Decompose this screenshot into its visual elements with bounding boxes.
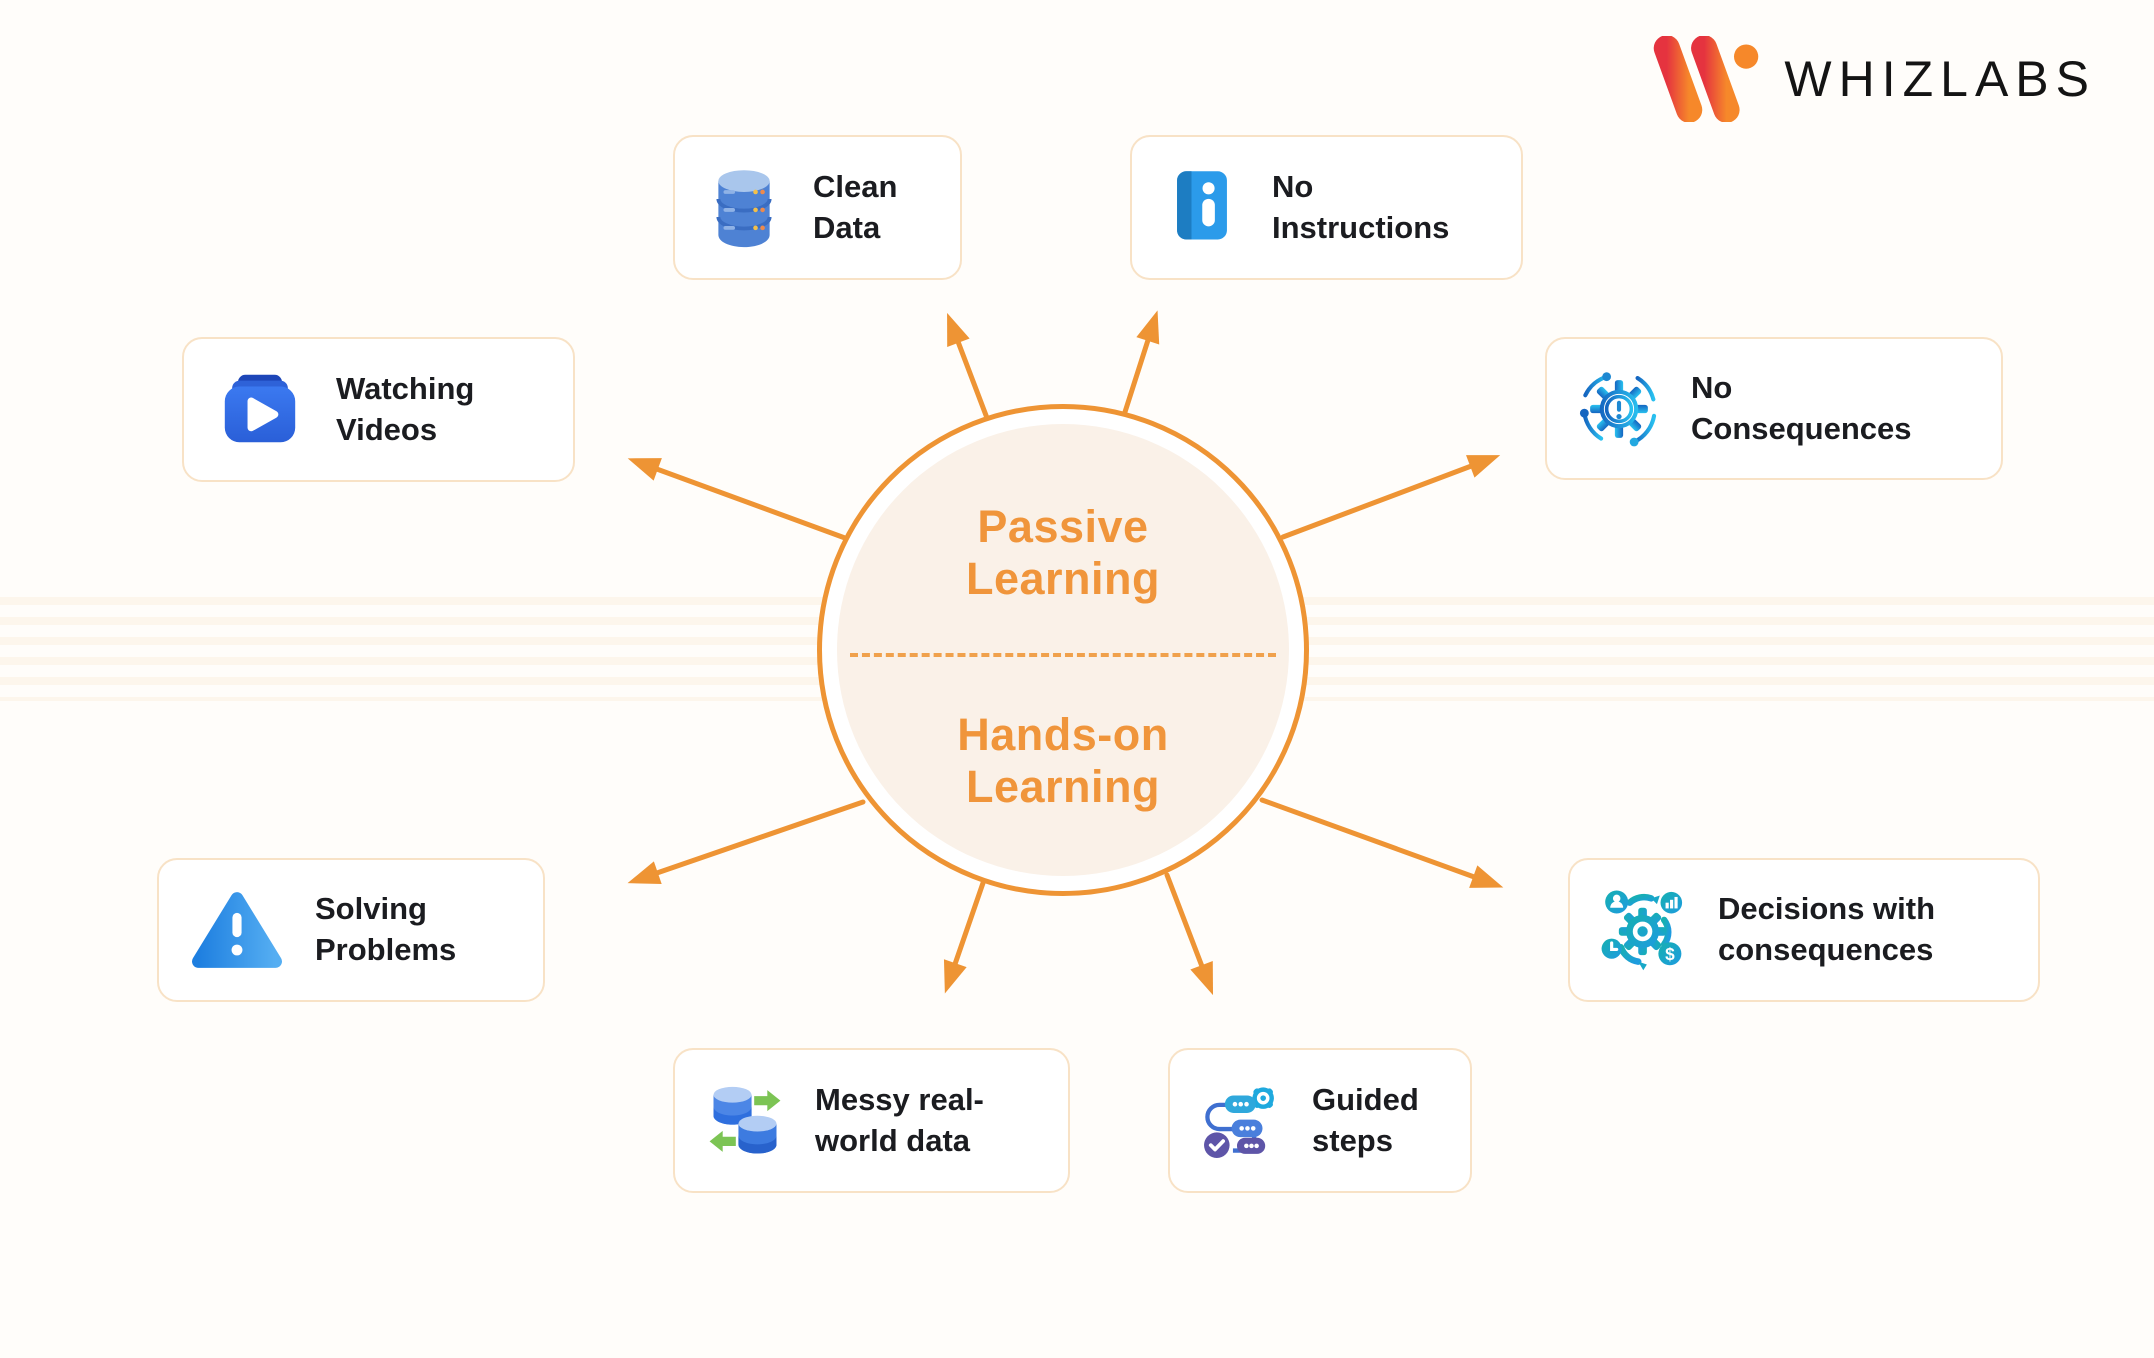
svg-text:$: $	[1665, 944, 1675, 964]
node-no-instructions: No Instructions	[1130, 135, 1523, 280]
center-circle: Passive Learning Hands-on Learning	[817, 404, 1309, 896]
node-label: No Consequences	[1691, 369, 1912, 446]
node-label: Messy real- world data	[815, 1081, 984, 1158]
arrow-guided-steps	[1164, 872, 1214, 996]
node-label: Watching Videos	[336, 370, 475, 447]
info-book-icon	[1177, 170, 1227, 239]
passive-learning-label: Passive Learning	[965, 501, 1161, 605]
arrow-clean-data	[947, 312, 990, 421]
node-solving-problems: Solving Problems	[157, 858, 545, 1002]
video-player-icon	[224, 374, 296, 442]
data-transfer-icon	[709, 1086, 781, 1154]
arrow-decisions	[1259, 797, 1504, 888]
node-no-consequences: No Consequences	[1545, 337, 2003, 480]
node-label: Clean Data	[813, 168, 898, 245]
node-watching-videos: Watching Videos	[182, 337, 575, 482]
node-decisions: $ Decisions with consequences	[1568, 858, 2040, 1002]
workflow-icon	[1204, 1086, 1274, 1158]
node-guided-steps: Guided steps	[1168, 1048, 1472, 1193]
warning-triangle-icon	[192, 892, 282, 968]
dashed-divider	[850, 653, 1276, 657]
node-label: Guided steps	[1312, 1081, 1419, 1158]
database-icon	[716, 169, 772, 247]
alert-gear-icon	[1579, 371, 1657, 446]
decision-gears-icon: $	[1601, 890, 1683, 971]
whizlabs-logo: WHIZLABS	[1650, 36, 2096, 122]
node-label: Decisions with consequences	[1718, 891, 1936, 967]
node-label: Solving Problems	[315, 891, 457, 967]
hands-on-learning-label: Hands-on Learning	[957, 709, 1169, 813]
arrow-no-instructions	[1122, 310, 1160, 415]
arrow-no-consequences	[1280, 455, 1501, 540]
node-messy-data: Messy real- world data	[673, 1048, 1070, 1193]
whizlabs-logo-text: WHIZLABS	[1784, 51, 2096, 107]
arrow-watching-videos	[627, 458, 848, 541]
arrow-messy-data	[943, 880, 986, 994]
node-clean-data: Clean Data	[673, 135, 962, 280]
whizlabs-logo-mark	[1654, 36, 1759, 122]
arrow-solving-problems	[627, 799, 866, 885]
node-label: No Instructions	[1272, 168, 1450, 245]
